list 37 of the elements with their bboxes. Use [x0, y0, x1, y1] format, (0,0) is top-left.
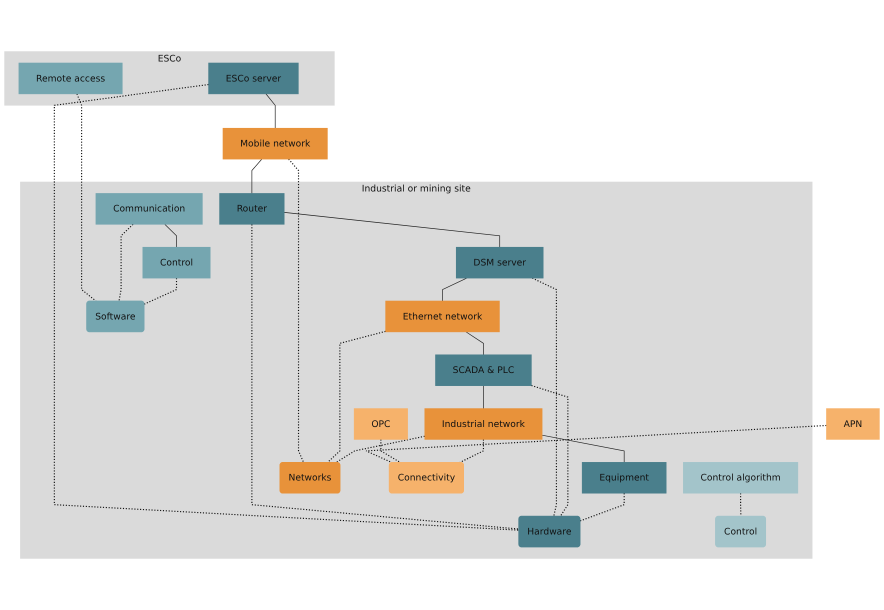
connector [442, 278, 468, 302]
connector [284, 212, 500, 248]
connector [251, 224, 520, 530]
node-box: ESCo server [208, 62, 299, 94]
node-box: OPC [354, 408, 408, 440]
connector [483, 385, 484, 409]
connector [580, 493, 625, 522]
connector [542, 434, 625, 463]
node-box: SCADA & PLC [435, 354, 532, 386]
node-box: Mobile network [222, 128, 328, 160]
node-box: DSM server [456, 246, 544, 278]
node-box: Router [219, 193, 284, 225]
connector [532, 278, 557, 517]
connector [466, 332, 484, 356]
connector [288, 158, 304, 463]
connector [366, 424, 826, 464]
connector [336, 436, 425, 464]
node-box: APN [826, 408, 880, 440]
node-box: Communication [96, 193, 203, 225]
node-box: Ethernet network [385, 300, 500, 332]
connector [118, 224, 134, 302]
connector [144, 278, 178, 305]
node-box: Control algorithm [683, 462, 798, 494]
connector [164, 224, 177, 248]
node-box: Control [142, 246, 210, 278]
connector [531, 384, 568, 517]
connector [327, 330, 386, 464]
connector [76, 94, 97, 302]
node-box: Industrial network [424, 408, 542, 440]
connector [380, 439, 401, 464]
connector [740, 493, 742, 516]
connector [459, 439, 484, 464]
connector [252, 158, 262, 194]
node-box: Equipment [582, 462, 666, 494]
connector [266, 94, 276, 129]
connector [54, 84, 520, 531]
node-box: Remote access [18, 62, 123, 94]
